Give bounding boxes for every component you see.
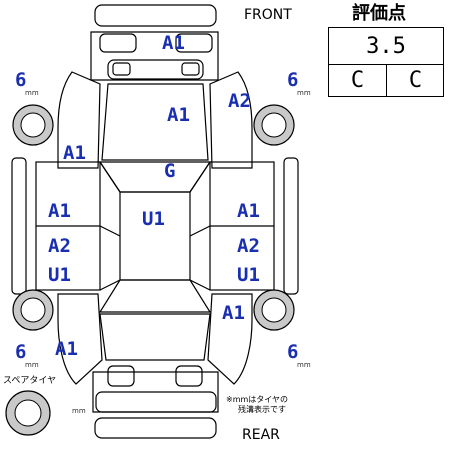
quarter-right <box>207 293 253 385</box>
grade-exterior: C <box>386 64 444 96</box>
tread-front-left: 6 <box>15 69 27 91</box>
rear-window <box>98 279 212 313</box>
note-line1: ※mmはタイヤの <box>226 395 289 404</box>
taillight-left <box>107 365 135 387</box>
fender-front-right <box>209 71 253 169</box>
tread-spare-unit: mm <box>72 407 86 415</box>
tire-front-left <box>12 104 54 146</box>
mark-door-front-right: A1 <box>237 200 260 222</box>
front-label: FRONT <box>244 7 292 23</box>
rocker-left <box>11 157 27 295</box>
mark-roof: U1 <box>142 208 165 230</box>
taillight-right <box>175 365 203 387</box>
headlight-right <box>175 33 213 53</box>
mark-door-rear-right-u: U1 <box>237 264 260 286</box>
tire-rear-right <box>253 289 295 331</box>
tire-front-right <box>253 104 295 146</box>
mark-door-rear-right-a: A2 <box>237 235 260 257</box>
rear-label: REAR <box>242 427 280 443</box>
mark-hood: A1 <box>167 104 190 126</box>
note-line2: 残溝表示です <box>238 405 286 414</box>
grade-table: 3.5 C C <box>328 27 444 97</box>
hood <box>101 83 209 161</box>
grille <box>107 59 204 80</box>
mark-windshield: G <box>164 160 176 182</box>
tread-front-right: 6 <box>287 69 299 91</box>
spare-tire-label: スペアタイヤ <box>3 376 57 386</box>
roof <box>119 191 191 281</box>
tire-rear-left <box>12 289 54 331</box>
mark-door-rear-left-a: A2 <box>48 235 71 257</box>
mark-quarter-left: A1 <box>55 338 78 360</box>
grade-score: 3.5 <box>329 28 443 65</box>
mark-fender-front-right: A2 <box>228 90 251 112</box>
headlight-left <box>99 33 137 53</box>
tread-unit: mm <box>297 89 311 97</box>
tread-unit: mm <box>297 361 311 369</box>
tread-rear-right: 6 <box>287 341 299 363</box>
quarter-left <box>57 293 103 385</box>
trunk <box>99 313 211 361</box>
rear-bumper-bottom <box>94 417 217 439</box>
mark-quarter-right: A1 <box>222 302 245 324</box>
tread-unit: mm <box>25 361 39 369</box>
evaluation-title: 評価点 <box>352 3 406 24</box>
fender-front-left <box>57 71 101 169</box>
mark-door-rear-left-u: U1 <box>48 264 71 286</box>
front-bumper-top <box>94 4 217 27</box>
tire-spare <box>5 390 51 436</box>
mark-fender-front-left: A1 <box>63 142 86 164</box>
tread-rear-left: 6 <box>15 341 27 363</box>
tread-unit: mm <box>25 89 39 97</box>
grade-interior: C <box>350 67 365 93</box>
mark-front-bumper: A1 <box>162 32 185 54</box>
rocker-right <box>283 157 299 295</box>
mark-door-front-left: A1 <box>48 200 71 222</box>
